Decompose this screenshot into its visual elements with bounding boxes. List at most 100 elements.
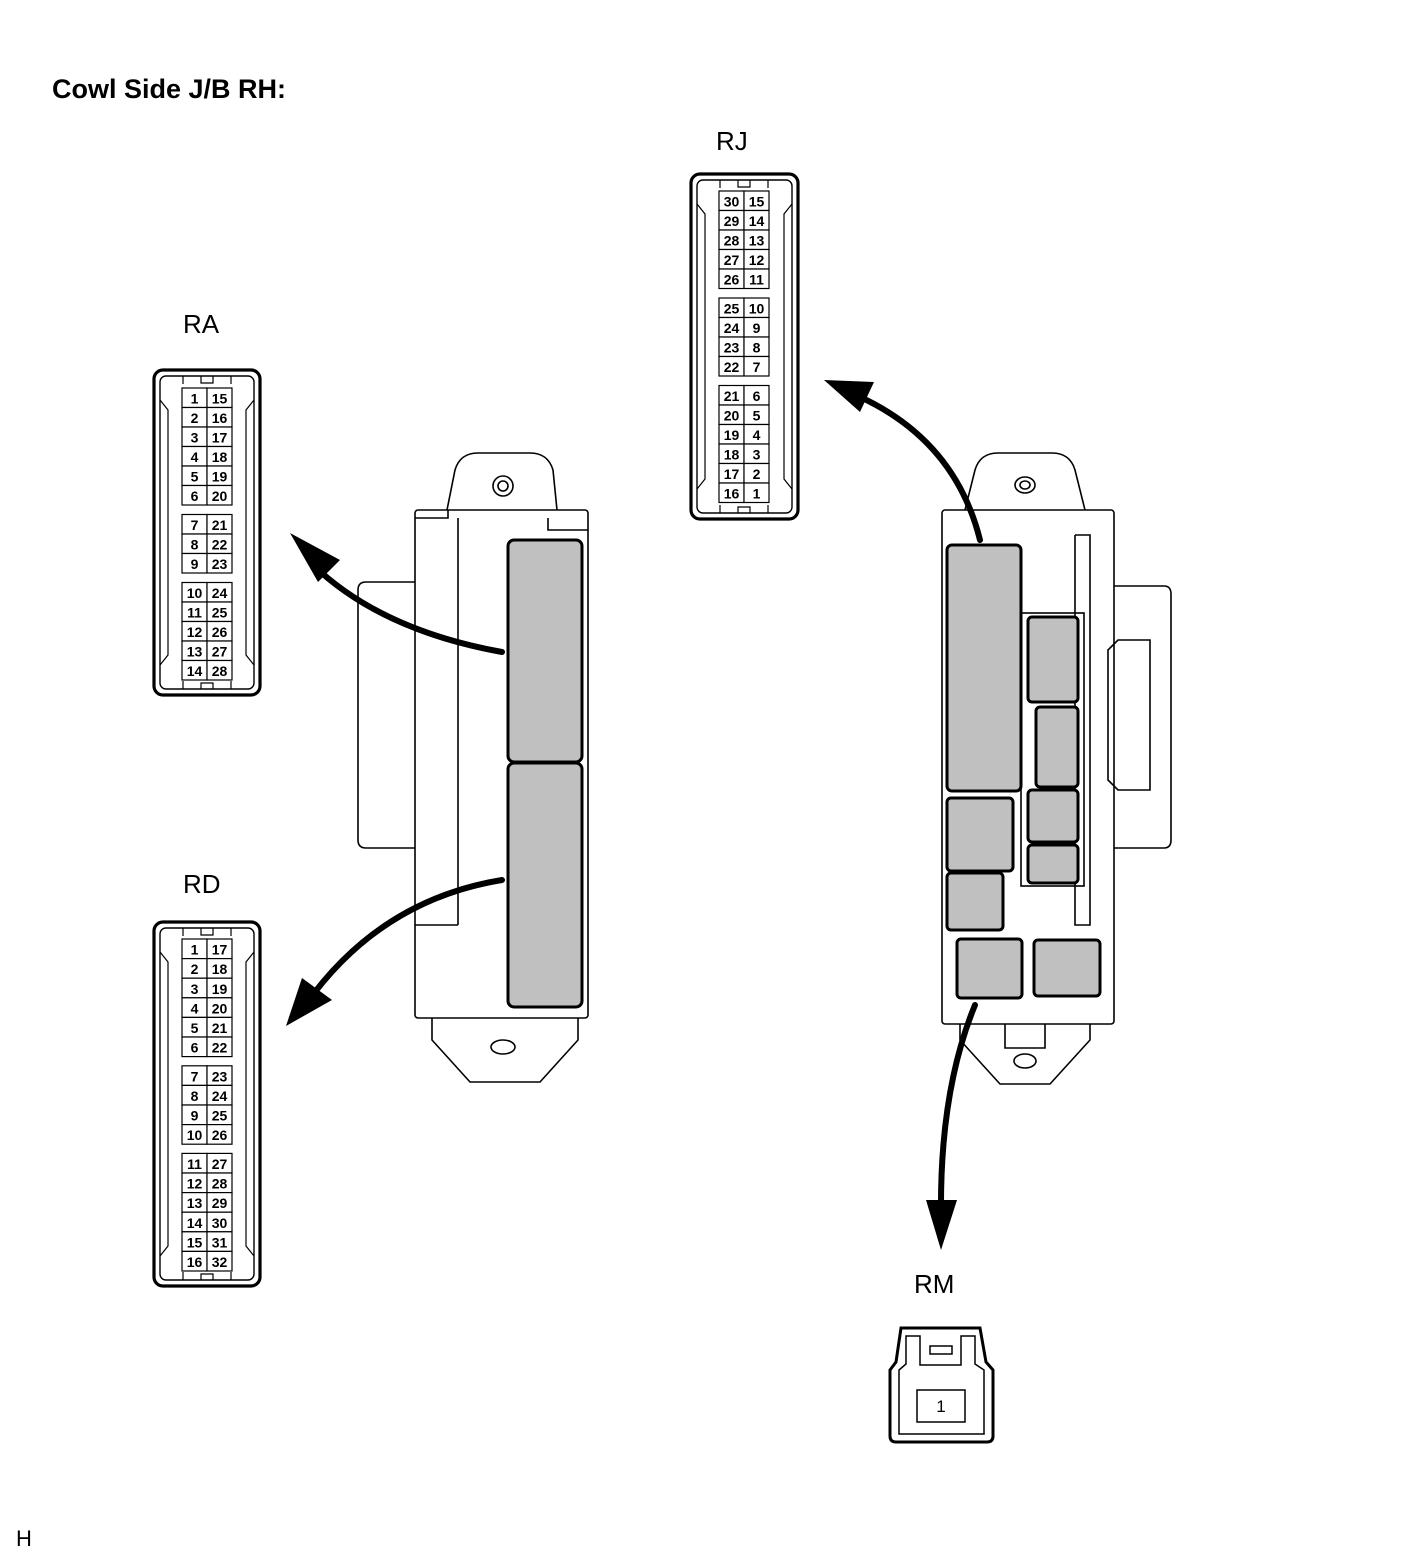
connector-ra-label: RA (183, 309, 220, 339)
connector-ra-pin-number: 23 (212, 556, 228, 572)
connector-rj-pin-number: 16 (724, 486, 740, 502)
connector-rd-pin-number: 31 (212, 1234, 228, 1250)
connector-rd-side-key (159, 951, 169, 1257)
connector-ra-pin-cell (206, 552, 233, 574)
connector-ra-pin-number: 20 (212, 488, 228, 504)
connector-rj-pin-number: 19 (724, 427, 740, 443)
connector-rd-pin-number: 25 (212, 1108, 228, 1124)
connector-ra-side-key (245, 399, 255, 666)
connector-rd-latch (182, 928, 232, 936)
connector-rd-pin-number: 32 (212, 1254, 228, 1270)
connector-rj-pin-number: 18 (724, 447, 740, 463)
connector-rj-pin-number: 21 (724, 388, 740, 404)
connector-rj-pin-number: 2 (753, 466, 761, 482)
connector-rj-pin-number: 17 (724, 466, 740, 482)
connector-rj-pin-number: 10 (749, 301, 765, 317)
connector-rd-pin-number: 20 (212, 1000, 228, 1016)
connector-rd-pin-number: 12 (187, 1176, 203, 1192)
connector-rd-side-key (245, 951, 255, 1257)
connector-rj-pin-number: 11 (749, 272, 764, 288)
connector-ra-pin-cell (206, 484, 233, 506)
connector-ra-pin-cell (206, 659, 233, 681)
connector-rj-pin-number: 3 (753, 447, 761, 463)
connector-ra-pin-number: 16 (212, 410, 228, 426)
figure-code: H (16, 1526, 32, 1551)
connector-rj-pin-number: 29 (724, 213, 740, 229)
connector-rj-pin-number: 22 (724, 359, 740, 375)
connector-ra-side-key (159, 399, 169, 666)
arrow-to-ra (309, 561, 505, 655)
fuse-block-upper (506, 538, 584, 764)
arrowhead-rm (926, 1200, 957, 1250)
connector-rj-pin-number: 26 (724, 272, 740, 288)
connector-rd-pin-number: 26 (212, 1127, 228, 1143)
connector-rd-pin-number: 14 (187, 1215, 203, 1231)
connector-rm-pin: 1 (936, 1397, 945, 1416)
connector-ra-pin-number: 14 (187, 663, 203, 679)
connector-ra-inner-wall (159, 375, 255, 690)
connector-rj-pin-number: 23 (724, 340, 740, 356)
connector-rj-side-key (696, 203, 706, 490)
connector-ra-pin-number: 7 (191, 517, 199, 533)
connector-rd-pin-number: 13 (187, 1195, 203, 1211)
connector-rd-pin-number: 1 (191, 942, 199, 958)
connector-rd-pin-number: 27 (212, 1156, 228, 1172)
connector-rd-pin-cell (206, 1123, 233, 1145)
connector-rj-pin-number: 25 (724, 301, 740, 317)
connector-rd-pin-number: 2 (191, 961, 199, 977)
connector-rj-pin-cell (743, 355, 770, 377)
connector-rd-pin-number: 29 (212, 1195, 228, 1211)
fuse-blocks-rear (945, 543, 1102, 1000)
connector-ra-pin-number: 4 (191, 449, 199, 465)
arrow-to-rm (937, 1002, 978, 1215)
arrow-to-rj (855, 393, 983, 543)
connector-rj-inner-wall (696, 179, 793, 514)
connector-rd-guide (182, 1272, 232, 1280)
connector-rd-housing (152, 920, 262, 1288)
connector-rj-pin-number: 5 (753, 408, 761, 424)
connector-rd-pin-number: 7 (191, 1068, 199, 1084)
connector-rd-pin-number: 5 (191, 1020, 199, 1036)
connector-rd-pin-number: 6 (191, 1040, 199, 1056)
connector-rd-inner-wall (159, 927, 255, 1281)
connector-rj-pin-number: 24 (724, 320, 740, 336)
connector-ra-pin-number: 27 (212, 644, 228, 660)
connector-ra-latch (182, 376, 232, 384)
connector-rj-pin-number: 14 (749, 213, 765, 229)
connector-rj-pin-cell (743, 268, 770, 290)
connector-rd-pin-number: 19 (212, 981, 228, 997)
connector-rj-pin-number: 1 (753, 486, 761, 502)
connector-rj-pin-number: 9 (753, 320, 761, 336)
connector-rd-pin-number: 22 (212, 1040, 228, 1056)
connector-rj-pin-number: 4 (753, 427, 761, 443)
connector-rd-pin-number: 16 (187, 1254, 203, 1270)
connector-ra-pin-number: 25 (212, 605, 228, 621)
connector-rj-side-key (783, 203, 793, 490)
connector-rd-pin-cell (206, 1036, 233, 1058)
connector-rd-pin-number: 10 (187, 1127, 203, 1143)
connector-ra-pin-number: 9 (191, 556, 199, 572)
connector-ra-pin-number: 21 (212, 517, 228, 533)
connector-ra-pin-number: 1 (191, 391, 199, 407)
connector-ra-pin-number: 6 (191, 488, 199, 504)
connector-rj-pin-number: 15 (749, 194, 765, 210)
connector-ra-pin-number: 17 (212, 430, 228, 446)
connector-rd-pin-number: 8 (191, 1088, 199, 1104)
connector-rd-pin-cell (206, 1250, 233, 1272)
connector-rj-pin-number: 7 (753, 359, 761, 375)
connector-rj-housing (689, 172, 800, 521)
connector-rj-label: RJ (716, 126, 748, 156)
connector-rj-pin-cell (743, 482, 770, 504)
connector-ra-pin-number: 3 (191, 430, 199, 446)
junction-block-front (357, 452, 589, 1083)
connector-ra-pin-number: 5 (191, 469, 199, 485)
connector-rd-pin-number: 30 (212, 1215, 228, 1231)
connector-rj-pin-number: 27 (724, 252, 740, 268)
connector-rd-pin-number: 11 (187, 1156, 202, 1172)
connector-rd-pin-number: 18 (212, 961, 228, 977)
connector-rd-label: RD (183, 869, 221, 899)
connector-rj-pin-number: 12 (749, 252, 765, 268)
fuse-block-lower (506, 761, 584, 1009)
connector-ra-pin-number: 10 (187, 585, 203, 601)
